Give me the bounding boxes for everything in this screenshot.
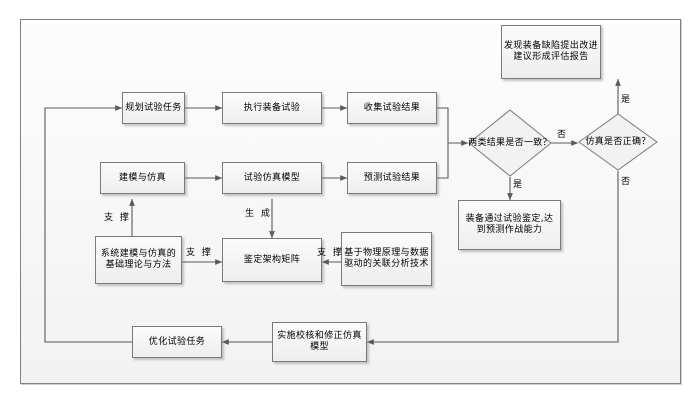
edge-label-support-left: 支 撑 <box>104 213 131 223</box>
node-correlation-analysis-tech[interactable]: 基于物理原理与数据驱动的关联分析技术 <box>341 232 432 286</box>
node-basic-theory-method-label: 系统建模与仿真的基础理论与方法 <box>100 249 177 270</box>
edge-label-sim-no: 否 <box>621 177 631 187</box>
node-plan-test-task[interactable]: 规划试验任务 <box>122 92 185 124</box>
node-optimize-test-task[interactable]: 优化试验任务 <box>132 326 222 358</box>
node-equipment-pass[interactable]: 装备通过试验鉴定,达到预测作战能力 <box>458 200 561 250</box>
node-execute-equipment-test[interactable]: 执行装备试验 <box>222 92 322 124</box>
node-collect-test-result[interactable]: 收集试验结果 <box>347 92 437 124</box>
decision-results-consistent-shape <box>468 109 552 177</box>
node-predict-test-result-label: 预测试验结果 <box>363 172 421 183</box>
node-modeling-simulation[interactable]: 建模与仿真 <box>100 162 185 194</box>
node-appraisal-architecture-matrix[interactable]: 鉴定架构矩阵 <box>222 238 322 282</box>
decision-results-consistent[interactable]: 两类结果是否一致？ <box>468 109 552 177</box>
edge-label-support-mid: 支 撑 <box>186 248 213 258</box>
node-predict-test-result[interactable]: 预测试验结果 <box>347 162 437 194</box>
decision-simulation-correct[interactable]: 仿真是否正确？ <box>578 113 658 171</box>
node-appraisal-architecture-matrix-label: 鉴定架构矩阵 <box>243 254 301 265</box>
node-find-defect-report-label: 发现装备缺陷提出改进建议形成评估报告 <box>504 41 599 62</box>
node-test-simulation-model-label: 试验仿真模型 <box>243 172 301 183</box>
node-basic-theory-method[interactable]: 系统建模与仿真的基础理论与方法 <box>95 236 182 284</box>
node-execute-equipment-test-label: 执行装备试验 <box>243 102 301 113</box>
node-verify-correct-model[interactable]: 实施校核和修正仿真模型 <box>272 322 367 362</box>
edge-label-generate: 生 成 <box>245 209 272 219</box>
decision-results-consistent-label: 两类结果是否一致？ <box>468 137 552 148</box>
node-plan-test-task-label: 规划试验任务 <box>125 102 182 113</box>
node-test-simulation-model[interactable]: 试验仿真模型 <box>222 162 322 194</box>
edge-label-sim-yes: 是 <box>621 95 631 105</box>
node-correlation-analysis-tech-label: 基于物理原理与数据驱动的关联分析技术 <box>344 248 429 269</box>
node-optimize-test-task-label: 优化试验任务 <box>148 336 206 347</box>
edge-label-consistent-no: 否 <box>557 130 567 140</box>
node-verify-correct-model-label: 实施校核和修正仿真模型 <box>277 331 362 352</box>
decision-simulation-correct-label: 仿真是否正确？ <box>585 136 651 147</box>
node-modeling-simulation-label: 建模与仿真 <box>118 172 166 183</box>
decision-simulation-correct-shape <box>578 113 658 171</box>
edge-label-support-right: 支 撑 <box>317 248 344 258</box>
edge-label-consistent-yes: 是 <box>513 180 523 190</box>
node-find-defect-report[interactable]: 发现装备缺陷提出改进建议形成评估报告 <box>501 25 601 79</box>
node-collect-test-result-label: 收集试验结果 <box>363 102 421 113</box>
node-equipment-pass-label: 装备通过试验鉴定,达到预测作战能力 <box>465 214 554 235</box>
